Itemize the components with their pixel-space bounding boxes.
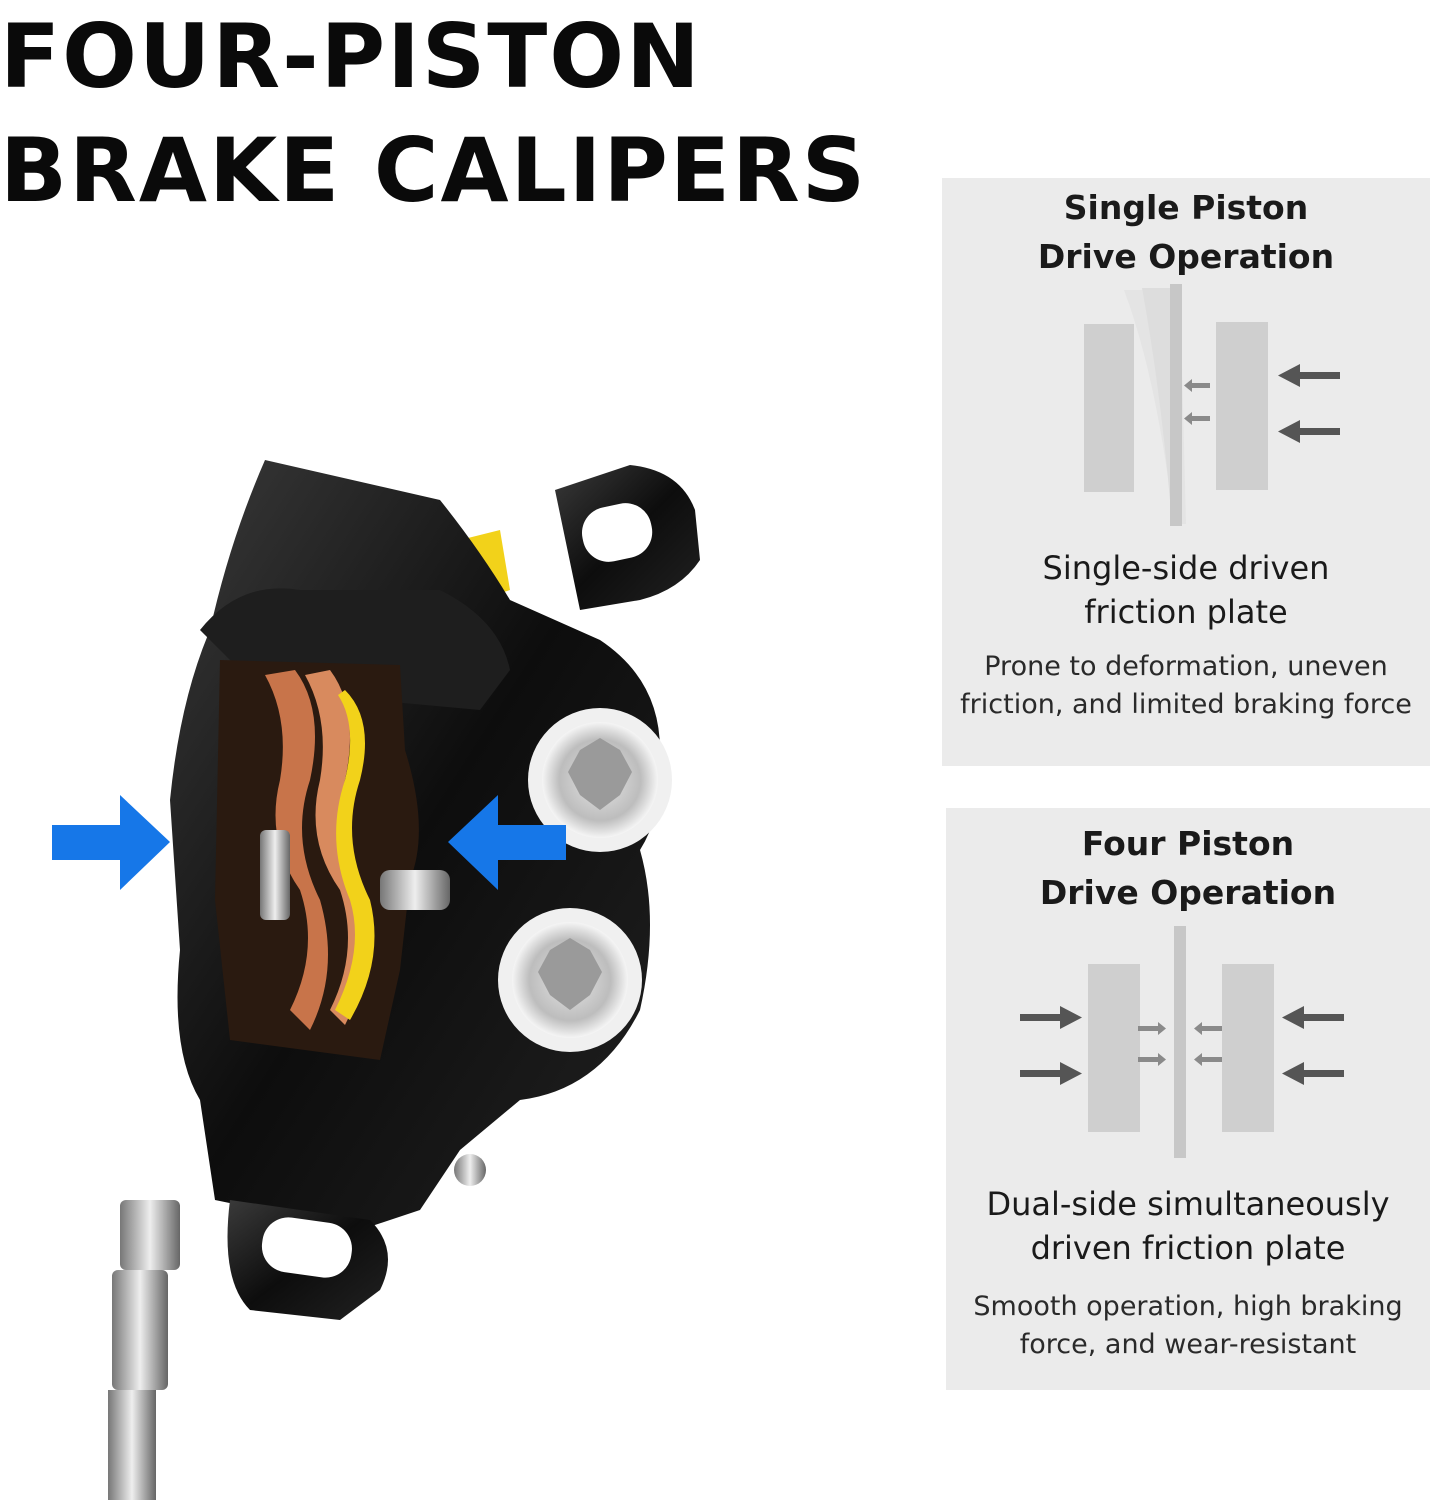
four-piston-subtitle-line-1: Dual-side simultaneously bbox=[986, 1185, 1390, 1223]
four-piston-subtitle: Dual-side simultaneously driven friction… bbox=[946, 1182, 1430, 1270]
four-piston-title-line-2: Drive Operation bbox=[1039, 872, 1337, 912]
arrow-left-icon bbox=[1194, 1022, 1222, 1066]
four-piston-diagram bbox=[1020, 926, 1344, 1158]
single-piston-title-line-2: Drive Operation bbox=[1037, 236, 1335, 276]
arrow-right-icon bbox=[1020, 1006, 1082, 1085]
four-piston-title: Four Piston Drive Operation bbox=[946, 820, 1430, 918]
single-piston-panel: Single Piston Drive Operation Single-sid… bbox=[942, 178, 1430, 766]
left-pad bbox=[1084, 324, 1134, 492]
four-piston-description: Smooth operation, high braking force, an… bbox=[946, 1288, 1430, 1365]
right-pad bbox=[1222, 964, 1274, 1132]
four-piston-desc-line-2: force, and wear-resistant bbox=[1019, 1329, 1357, 1361]
four-piston-subtitle-line-2: driven friction plate bbox=[1030, 1229, 1346, 1268]
force-arrow-right-blue bbox=[448, 795, 566, 890]
single-piston-subtitle-line-1: Single-side driven bbox=[1042, 549, 1330, 587]
rotor bbox=[1170, 284, 1182, 526]
arrow-left-icon bbox=[1278, 364, 1340, 443]
title-line-2: BRAKE CALIPERS bbox=[0, 119, 868, 223]
brake-caliper-illustration bbox=[40, 450, 760, 1500]
right-pad bbox=[1216, 322, 1268, 490]
single-piston-subtitle-line-2: friction plate bbox=[1084, 593, 1288, 632]
left-pad bbox=[1088, 964, 1140, 1132]
single-piston-subtitle: Single-side driven friction plate bbox=[942, 546, 1430, 634]
four-piston-panel: Four Piston Drive Operation Dual-side si… bbox=[946, 808, 1430, 1390]
arrow-right-icon bbox=[1138, 1022, 1166, 1066]
page-title: FOUR-PISTON BRAKE CALIPERS bbox=[0, 0, 867, 229]
force-arrow-left-blue bbox=[52, 795, 170, 890]
four-piston-desc-line-1: Smooth operation, high braking bbox=[973, 1291, 1403, 1322]
four-piston-title-line-1: Four Piston bbox=[1081, 824, 1295, 863]
single-piston-description: Prone to deformation, uneven friction, a… bbox=[942, 648, 1430, 725]
arrow-left-icon bbox=[1184, 379, 1210, 425]
single-piston-title: Single Piston Drive Operation bbox=[942, 184, 1430, 282]
arrow-left-icon bbox=[1282, 1006, 1344, 1085]
single-piston-desc-line-1: Prone to deformation, uneven bbox=[984, 651, 1388, 682]
single-piston-diagram bbox=[1084, 284, 1340, 526]
single-piston-title-line-1: Single Piston bbox=[1063, 188, 1309, 227]
rotor bbox=[1174, 926, 1186, 1158]
single-piston-desc-line-2: friction, and limited braking force bbox=[960, 689, 1412, 721]
brake-caliper-icon bbox=[52, 460, 700, 1500]
title-line-1: FOUR-PISTON bbox=[0, 5, 702, 108]
